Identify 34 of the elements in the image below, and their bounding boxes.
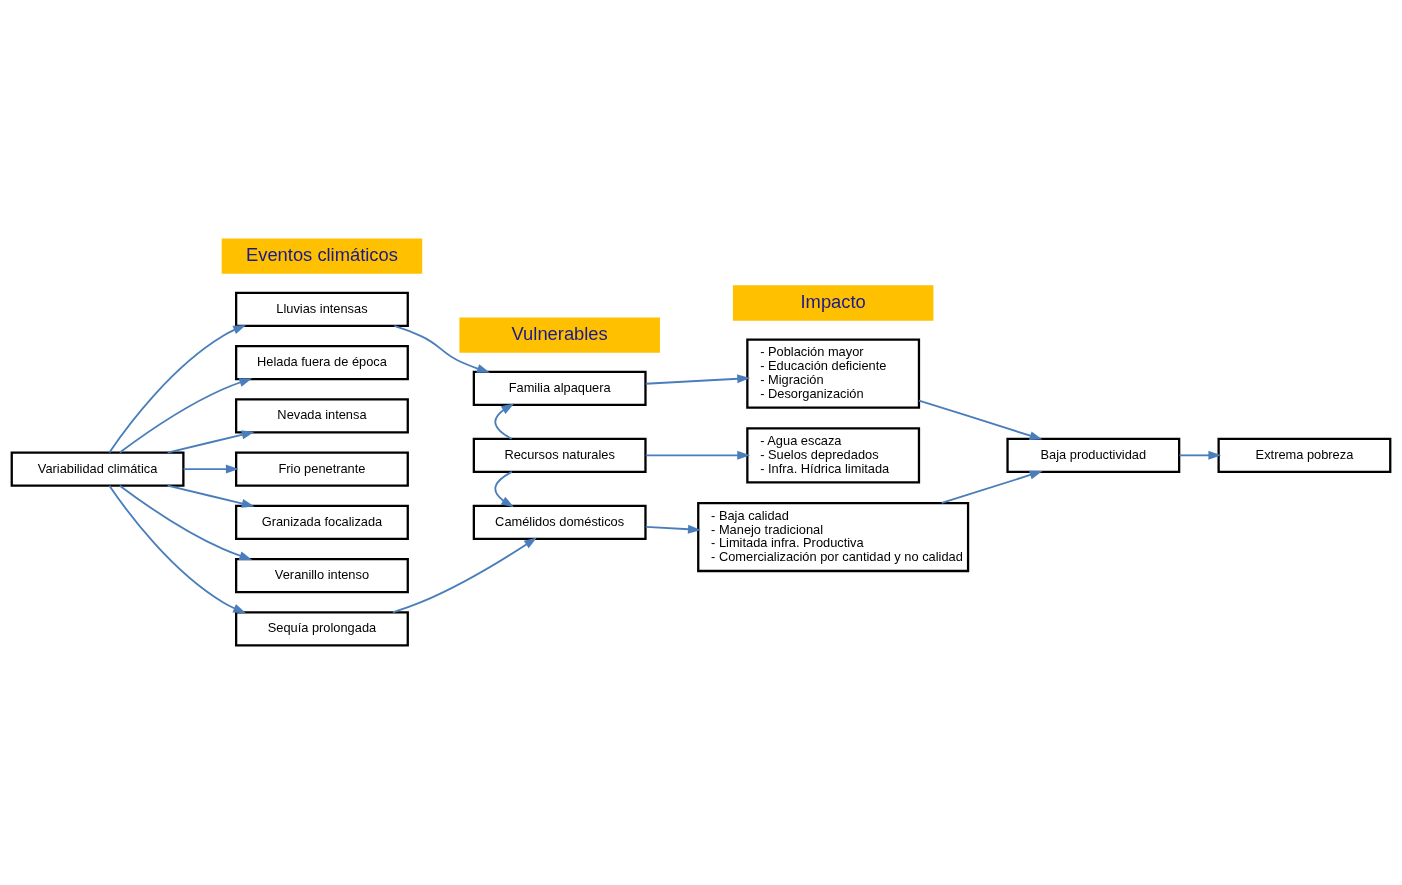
- arrow: [644, 524, 701, 534]
- node-box: Camélidos domésticos: [472, 504, 647, 540]
- node-box: - Población mayor - Educación deficiente - Migración - Desorganización: [746, 338, 921, 409]
- node-box: Lluvias intensas: [235, 291, 409, 328]
- arrow: [108, 484, 247, 614]
- node-box: Eventos climáticos: [221, 238, 423, 274]
- arrow: [182, 464, 239, 474]
- node-box: Granizada focalizada: [235, 504, 409, 540]
- arrow: [391, 537, 537, 614]
- arrow: [1178, 450, 1222, 460]
- node-box: Nevada intensa: [235, 398, 409, 434]
- node-box: - Baja calidad - Manejo tradicional - Limitada infra. Productiva - Comercialización por cantidad y no calidad: [697, 501, 970, 573]
- arrow: [644, 450, 751, 460]
- arrow: [108, 324, 247, 454]
- node-box: Frio penetrante: [235, 451, 409, 487]
- node-box: Variabilidad climática: [10, 451, 185, 487]
- node-box: Vulnerables: [459, 317, 660, 353]
- node-box: Recursos naturales: [472, 437, 647, 473]
- node-box: Veranillo intenso: [235, 557, 409, 594]
- node-box: Baja productividad: [1006, 437, 1181, 473]
- node-box: Familia alpaquera: [472, 370, 647, 406]
- arrow: [118, 378, 253, 454]
- arrow: [918, 399, 1043, 440]
- arrow: [166, 484, 255, 508]
- arrow: [644, 374, 751, 385]
- node-box: Sequía prolongada: [235, 611, 409, 647]
- arrow: [393, 325, 490, 373]
- node-box: Helada fuera de época: [235, 345, 409, 381]
- node-box: Extrema pobreza: [1217, 437, 1392, 473]
- arrow: [940, 470, 1043, 504]
- arrow: [166, 430, 255, 454]
- node-box: - Agua escaza - Suelos depredados - Infra. Hídrica limitada: [746, 427, 921, 484]
- node-box: Impacto: [732, 285, 934, 321]
- arrow: [118, 484, 253, 561]
